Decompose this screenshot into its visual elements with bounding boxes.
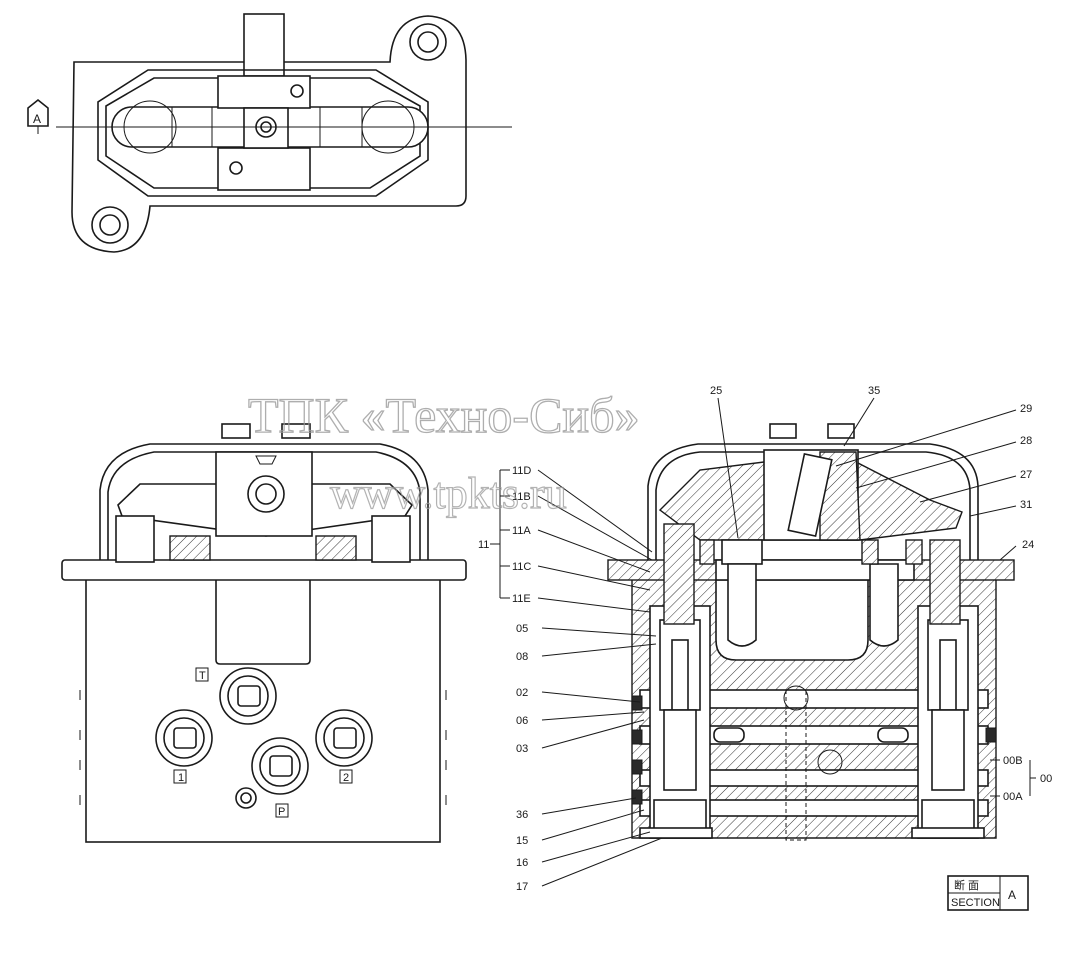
callout-03: 03 — [516, 743, 528, 755]
section-label-jp: 断 面 — [954, 878, 979, 892]
callout-35: 35 — [868, 385, 880, 397]
callout-11b: 11B — [512, 491, 531, 503]
front-view: T 1 P 2 — [61, 423, 467, 843]
callout-11c: 11C — [512, 561, 531, 573]
port-t-label: T — [199, 670, 206, 682]
callout-24: 24 — [1022, 539, 1034, 551]
top-view: A — [27, 13, 512, 253]
callout-16: 16 — [516, 857, 528, 869]
section-view: 11D 11B 11A 11C 11E 05 08 02 06 03 36 15… — [478, 385, 1052, 893]
watermark-url: www.tpkts.ru — [330, 469, 567, 518]
callout-06: 06 — [516, 715, 528, 727]
callout-27: 27 — [1020, 469, 1032, 481]
callout-31: 31 — [1020, 499, 1032, 511]
callout-00b: 00B — [1003, 755, 1023, 767]
watermark-company: ТПК «Техно-Сиб» — [248, 387, 640, 443]
callout-11a: 11A — [512, 525, 531, 537]
callout-17: 17 — [516, 881, 528, 893]
callout-group-00: 00 — [1040, 773, 1052, 785]
callout-11d: 11D — [512, 465, 531, 477]
port-1-label: 1 — [178, 772, 184, 784]
callout-02: 02 — [516, 687, 528, 699]
callout-25: 25 — [710, 385, 722, 397]
section-label-letter: A — [1008, 888, 1016, 902]
section-label-box: 断 面 SECTION A — [947, 875, 1029, 911]
section-marker-label: A — [33, 112, 41, 126]
callout-group-11: 11 — [478, 539, 489, 551]
callout-05: 05 — [516, 623, 528, 635]
callout-36: 36 — [516, 809, 528, 821]
port-2-label: 2 — [343, 772, 349, 784]
callout-11e: 11E — [512, 593, 531, 605]
callout-29: 29 — [1020, 403, 1032, 415]
callout-15: 15 — [516, 835, 528, 847]
callout-28: 28 — [1020, 435, 1032, 447]
port-p-label: P — [278, 806, 285, 818]
section-label-en: SECTION — [951, 897, 1000, 909]
callout-00a: 00A — [1003, 791, 1023, 803]
callout-08: 08 — [516, 651, 528, 663]
